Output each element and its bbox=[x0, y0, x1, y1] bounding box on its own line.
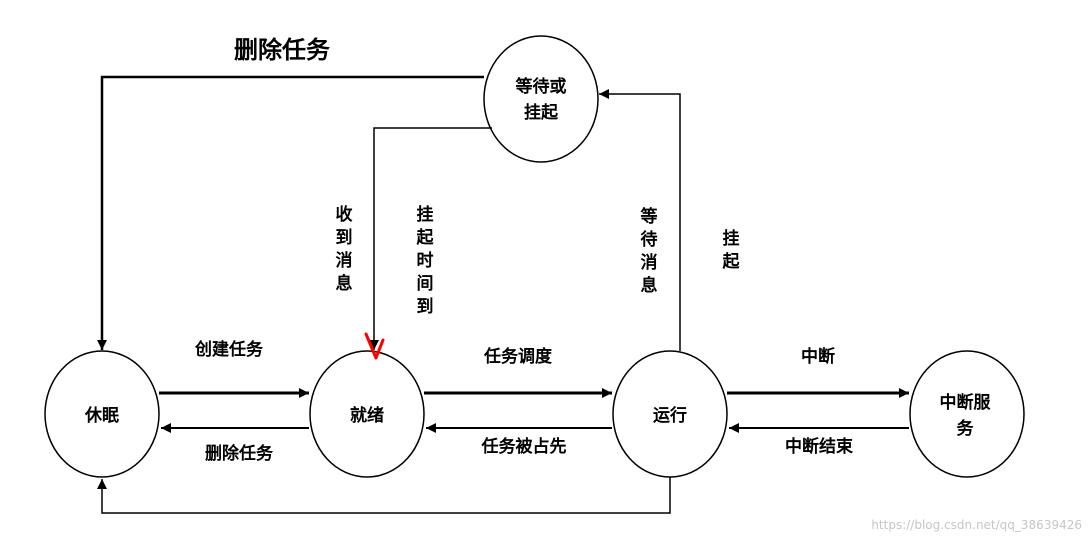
arrow-running-to-sleep bbox=[97, 477, 671, 514]
arrow-wait-to-ready bbox=[369, 127, 492, 350]
state-wait-label-1: 等待或 bbox=[516, 76, 567, 97]
state-ready-label: 就绪 bbox=[350, 405, 384, 426]
label-interrupt: 中断 bbox=[801, 346, 835, 367]
red-annotation-mark bbox=[364, 332, 385, 360]
state-isr-label-2: 务 bbox=[957, 418, 975, 439]
watermark: https://blog.csdn.net/qq_38639426 bbox=[871, 518, 1082, 532]
label-suspend: 挂起 bbox=[722, 228, 741, 272]
state-isr-circle bbox=[909, 350, 1025, 478]
state-isr-label-1: 中断服 bbox=[940, 392, 992, 413]
label-timeout: 挂起时间到 bbox=[416, 204, 435, 317]
arrow-running-to-wait bbox=[599, 89, 681, 351]
arrow-wait-to-sleep bbox=[97, 75, 484, 350]
label-create-task: 创建任务 bbox=[194, 339, 264, 360]
label-schedule: 任务调度 bbox=[483, 346, 553, 367]
label-interrupt-end: 中断结束 bbox=[785, 436, 853, 457]
label-wait-msg: 等待消息 bbox=[641, 206, 658, 296]
state-sleep-circle bbox=[44, 350, 160, 478]
state-sleep-label: 休眠 bbox=[84, 405, 119, 426]
label-delete-task: 删除任务 bbox=[205, 443, 274, 464]
label-preempted: 任务被占先 bbox=[481, 436, 567, 457]
label-msg-received: 收到消息 bbox=[336, 204, 353, 294]
state-wait-label-2: 挂起 bbox=[524, 102, 559, 123]
state-ready-circle bbox=[309, 350, 425, 478]
state-wait-circle bbox=[483, 35, 599, 163]
diagram-title: 删除任务 bbox=[234, 36, 331, 64]
state-running-label: 运行 bbox=[653, 405, 687, 426]
